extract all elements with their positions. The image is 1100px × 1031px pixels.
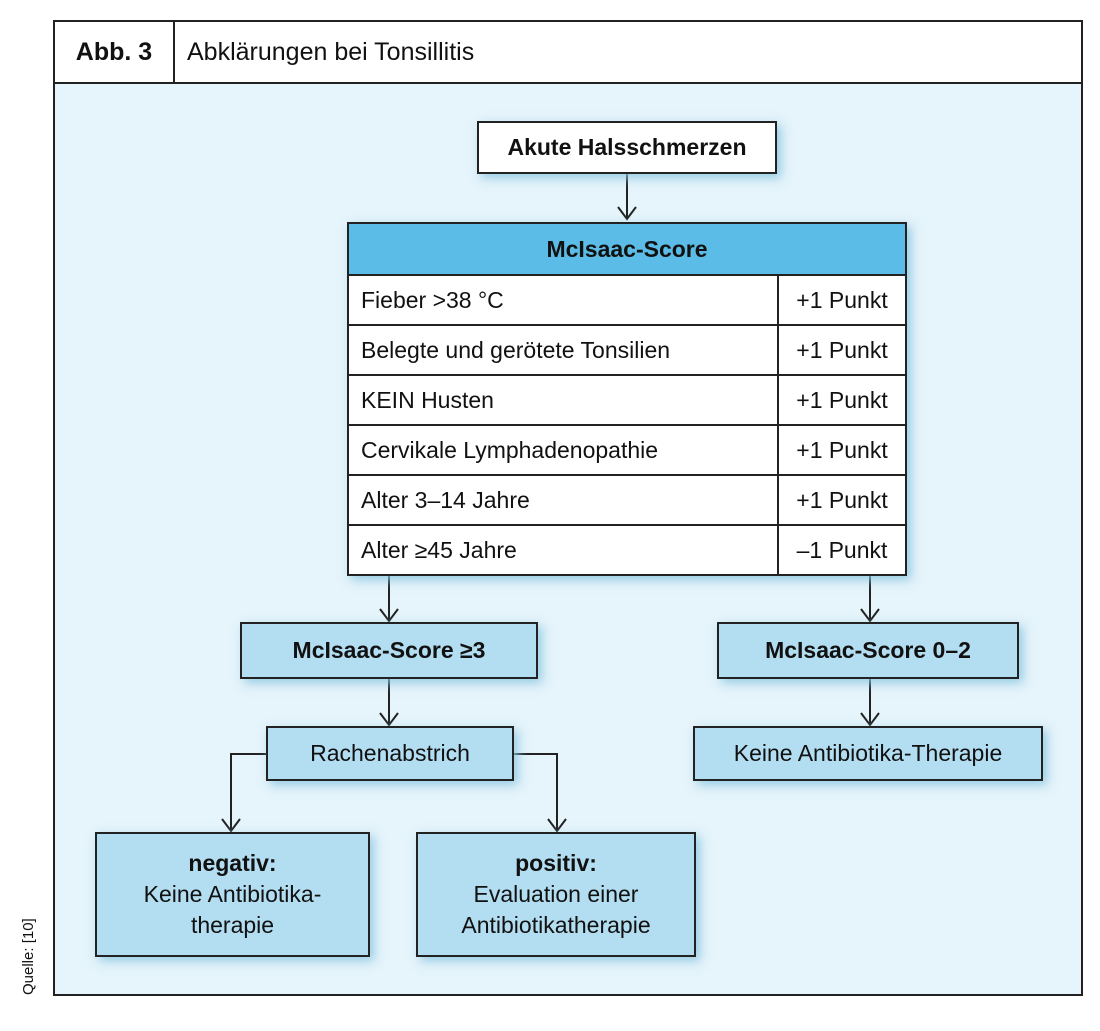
score-high-node: McIsaac-Score ≥3 (240, 622, 538, 679)
criterion-cell: KEIN Husten (347, 374, 779, 426)
source-note: Quelle: [10] (20, 918, 37, 995)
mcisaac-score-table: McIsaac-Score Fieber >38 °C +1 Punkt Bel… (347, 222, 907, 576)
points-cell: +1 Punkt (777, 424, 907, 476)
table-row: Belegte und gerötete Tonsilien +1 Punkt (347, 324, 907, 376)
table-row: KEIN Husten +1 Punkt (347, 374, 907, 426)
table-row: Alter 3–14 Jahre +1 Punkt (347, 474, 907, 526)
criterion-cell: Cervikale Lymphadenopathie (347, 424, 779, 476)
points-cell: +1 Punkt (777, 274, 907, 326)
negative-line-2: therapie (190, 912, 275, 938)
table-row: Fieber >38 °C +1 Punkt (347, 274, 907, 326)
swab-node: Rachenabstrich (266, 726, 514, 781)
points-cell: +1 Punkt (777, 374, 907, 426)
criterion-cell: Fieber >38 °C (347, 274, 779, 326)
start-node: Akute Halsschmerzen (477, 121, 777, 174)
points-cell: –1 Punkt (777, 524, 907, 576)
points-cell: +1 Punkt (777, 324, 907, 376)
arrow-swab-to-positive (514, 753, 558, 831)
table-row: Cervikale Lymphadenopathie +1 Punkt (347, 424, 907, 476)
points-cell: +1 Punkt (777, 474, 907, 526)
negative-result-node: negativ: Keine Antibiotika- therapie (95, 832, 370, 957)
positive-result-node: positiv: Evaluation einer Antibiotikathe… (416, 832, 696, 957)
negative-title: negativ: (188, 850, 277, 876)
figure-title: Abklärungen bei Tonsillitis (187, 38, 475, 66)
table-header: McIsaac-Score (347, 222, 907, 276)
positive-title: positiv: (515, 850, 597, 876)
arrow-swab-to-negative (230, 753, 266, 831)
negative-line-1: Keine Antibiotika- (143, 881, 322, 907)
score-low-node: McIsaac-Score 0–2 (717, 622, 1019, 679)
positive-line-2: Antibiotikatherapie (461, 912, 651, 938)
low-result-node: Keine Antibiotika-Therapie (693, 726, 1043, 781)
positive-line-1: Evaluation einer (473, 881, 639, 907)
table-row: Alter ≥45 Jahre –1 Punkt (347, 524, 907, 576)
figure-header: Abb. 3 Abklärungen bei Tonsillitis (55, 22, 1081, 84)
figure-label: Abb. 3 (55, 22, 175, 82)
criterion-cell: Belegte und gerötete Tonsilien (347, 324, 779, 376)
criterion-cell: Alter 3–14 Jahre (347, 474, 779, 526)
criterion-cell: Alter ≥45 Jahre (347, 524, 779, 576)
